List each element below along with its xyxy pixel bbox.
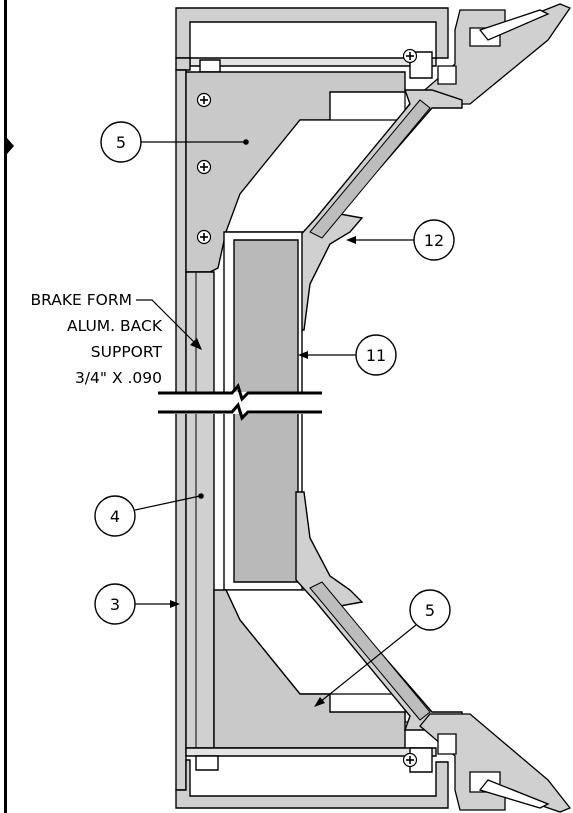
top-diagonal-arm-slot <box>309 99 431 239</box>
note-line-1: BRAKE FORM <box>30 291 132 309</box>
back-support-strip <box>185 271 215 749</box>
callout-11: 11 <box>298 334 397 376</box>
callout-3-label: 3 <box>110 595 120 614</box>
brake-form-note: BRAKE FORM ALUM. BACK SUPPORT 3/4" X .09… <box>30 291 202 387</box>
callout-5-bottom: 5 <box>314 589 451 707</box>
left-border-line <box>4 0 7 813</box>
bottom-diagonal-arm-slot <box>309 581 431 721</box>
callout-4-label: 4 <box>110 507 120 526</box>
note-line-4: 3/4" X .090 <box>75 369 162 387</box>
bottom-glazing-clip <box>419 713 572 813</box>
callout-3: 3 <box>94 583 180 625</box>
callout-12-label: 12 <box>424 231 444 250</box>
screw-1 <box>196 92 212 108</box>
top-glazing-clip <box>419 3 571 105</box>
callout-5-top-label: 5 <box>116 133 126 152</box>
callout-5-top: 5 <box>100 121 249 163</box>
note-line-3: SUPPORT <box>91 343 163 361</box>
callout-5-bottom-label: 5 <box>425 601 435 620</box>
back-plate <box>175 69 187 791</box>
bottom-clip-screw <box>402 752 418 768</box>
break-lines <box>156 382 328 421</box>
callout-4: 4 <box>94 493 204 537</box>
screw-2 <box>196 159 212 175</box>
screw-3 <box>196 229 212 245</box>
left-border-arrow <box>7 138 14 154</box>
callout-12: 12 <box>346 219 455 261</box>
callout-11-label: 11 <box>366 346 386 365</box>
note-line-2: ALUM. BACK <box>67 317 163 335</box>
top-frame-extrusion <box>175 7 449 79</box>
top-clip-screw <box>402 48 418 64</box>
